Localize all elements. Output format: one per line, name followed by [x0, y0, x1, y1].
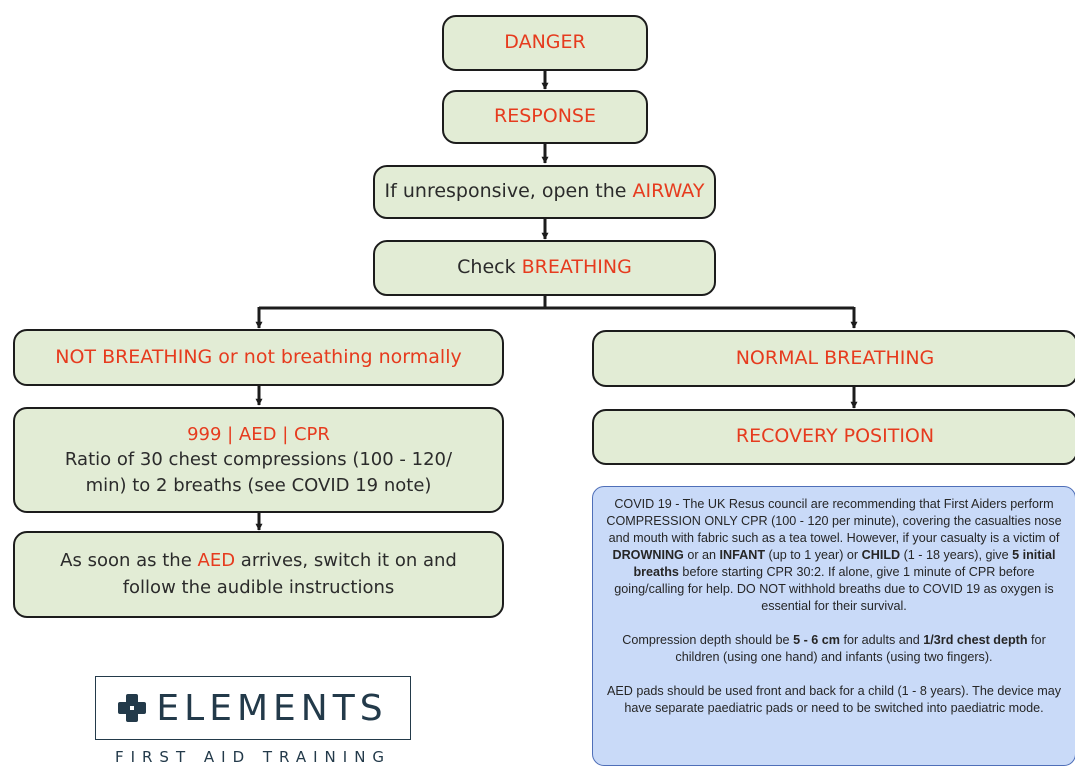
- note-third-depth: 1/3rd chest depth: [923, 633, 1028, 647]
- airway-label: If unresponsive, open the AIRWAY: [385, 180, 705, 204]
- aed-line-2: follow the audible instructions: [122, 576, 395, 598]
- aed-pads-paragraph: AED pads should be used front and back f…: [606, 684, 1062, 715]
- aed-prefix: As soon as the: [60, 550, 198, 572]
- breathing-prefix: Check: [457, 256, 522, 279]
- aed-box: As soon as the AED arrives, switch it on…: [13, 531, 504, 618]
- airway-box: If unresponsive, open the AIRWAY: [373, 165, 716, 219]
- cpr-box: 999 | AED | CPR Ratio of 30 chest compre…: [13, 407, 504, 513]
- cpr-line-1: Ratio of 30 chest compressions (100 - 12…: [64, 449, 453, 471]
- note-text: for adults and: [839, 633, 924, 647]
- normal-breathing-label: NORMAL BREATHING: [735, 346, 935, 369]
- note-drowning: DROWNING: [612, 548, 684, 562]
- response-label: RESPONSE: [494, 105, 596, 128]
- note-text: before starting CPR 30:2. If alone, give…: [614, 565, 1054, 613]
- response-box: RESPONSE: [442, 90, 648, 144]
- note-child: CHILD: [861, 548, 901, 562]
- note-text: Compression depth should be: [622, 633, 794, 647]
- note-text: (1 - 18 years), give: [900, 548, 1013, 562]
- covid-note-paragraph: COVID 19 - The UK Resus council are reco…: [605, 496, 1063, 615]
- logo-name: ELEMENTS: [156, 687, 388, 729]
- cross-squares-icon: [118, 694, 147, 722]
- not-breathing-box: NOT BREATHING or not breathing normally: [13, 329, 504, 386]
- not-breathing-label: NOT BREATHING or not breathing normally: [55, 345, 462, 368]
- compression-depth-paragraph: Compression depth should be 5 - 6 cm for…: [605, 632, 1063, 666]
- airway-prefix: If unresponsive, open the: [384, 180, 633, 203]
- cpr-title: 999 | AED | CPR: [187, 424, 330, 446]
- note-initial-breaths: 5 initial breaths: [633, 548, 1056, 579]
- normal-breathing-box: NORMAL BREATHING: [592, 330, 1075, 387]
- breathing-box: Check BREATHING: [373, 240, 716, 296]
- note-depth: 5 - 6 cm: [793, 633, 840, 647]
- covid-note: COVID 19 - The UK Resus council are reco…: [592, 486, 1075, 766]
- airway-highlight: AIRWAY: [632, 180, 705, 203]
- danger-box: DANGER: [442, 15, 648, 71]
- cpr-line-2: min) to 2 breaths (see COVID 19 note): [85, 474, 432, 496]
- note-text: COVID 19 - The UK Resus council are reco…: [606, 497, 1062, 545]
- aed-highlight: AED: [197, 550, 236, 572]
- elements-logo: ELEMENTS: [95, 676, 411, 740]
- recovery-position-box: RECOVERY POSITION: [592, 409, 1075, 465]
- note-text: (up to 1 year) or: [765, 548, 862, 562]
- danger-label: DANGER: [504, 31, 586, 54]
- aed-suffix: arrives, switch it on and: [235, 550, 457, 572]
- note-infant: INFANT: [719, 548, 766, 562]
- recovery-position-label: RECOVERY POSITION: [735, 425, 935, 448]
- aed-line-1: As soon as the AED arrives, switch it on…: [60, 548, 457, 574]
- note-text: or an: [683, 548, 720, 562]
- note-text: for children (using one hand) and infant…: [675, 633, 1046, 664]
- breathing-label: Check BREATHING: [457, 256, 632, 280]
- logo-tagline: FIRST AID TRAINING: [114, 748, 392, 766]
- breathing-highlight: BREATHING: [521, 256, 632, 279]
